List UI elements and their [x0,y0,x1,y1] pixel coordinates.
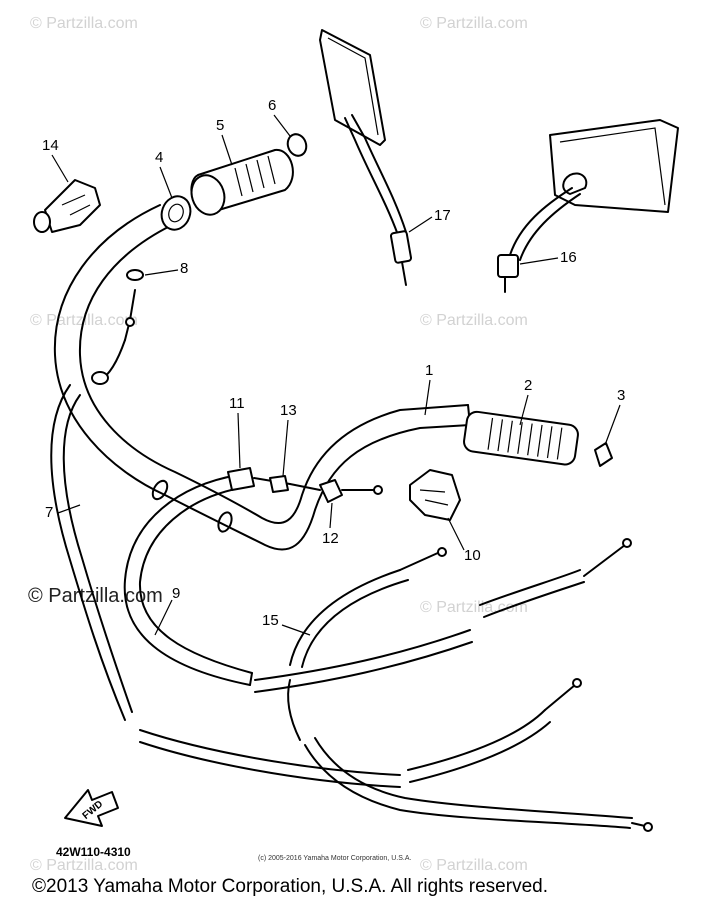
callout-9: 9 [172,585,180,602]
grip-right [463,410,579,466]
watermark-2: © Partzilla.com [420,15,528,32]
watermark-5: © Partzilla.com [420,599,528,616]
forward-direction-arrow: FWD [64,789,119,827]
callout-14: 14 [42,137,59,154]
callout-7: 7 [45,504,53,521]
callout-6: 6 [268,97,276,114]
cable-15 [139,569,633,829]
throttle-grip [190,148,294,216]
cable-boot [91,371,109,385]
watermark-7: © Partzilla.com [420,857,528,874]
callout-13: 13 [280,402,297,419]
callout-1: 1 [425,362,433,379]
mirror-left [319,29,413,286]
cable-7 [50,384,133,721]
callout-4: 4 [155,149,163,166]
cable-adjuster [227,467,321,493]
mirror-right [497,119,679,293]
watermark-layer: © Partzilla.com © Partzilla.com © Partzi… [28,15,528,874]
watermark-1: © Partzilla.com [30,15,138,32]
callout-15: 15 [262,612,279,629]
small-copyright: (c) 2005-2016 Yamaha Motor Corporation, … [258,855,411,862]
footer-copyright: ©2013 Yamaha Motor Corporation, U.S.A. A… [32,876,548,897]
lever-holder [319,479,383,503]
callout-3: 3 [617,387,625,404]
cable-clamp [124,269,144,341]
handlebar-switch-right [409,469,461,521]
callout-5: 5 [216,117,224,134]
diagram-code: 42W110-4310 [56,845,131,859]
callout-11: 11 [229,395,245,412]
grip-end-cap [594,442,613,467]
cable-ends [399,538,653,832]
callout-16: 16 [560,249,577,266]
callout-17: 17 [434,207,451,224]
handlebar-switch-left [33,179,101,233]
cable-9 [123,474,253,686]
watermark-prominent: © Partzilla.com [28,585,163,607]
callout-10: 10 [464,547,481,564]
throttle-end-cap [286,133,308,157]
callout-8: 8 [180,260,188,277]
callout-12: 12 [322,530,339,547]
throttle-housing-ring [160,195,192,231]
watermark-4: © Partzilla.com [420,312,528,329]
callout-2: 2 [524,377,532,394]
watermark-6: © Partzilla.com [30,857,138,874]
callout-labels: 1 2 3 4 5 6 7 8 9 10 11 12 13 14 15 16 1… [42,97,625,636]
